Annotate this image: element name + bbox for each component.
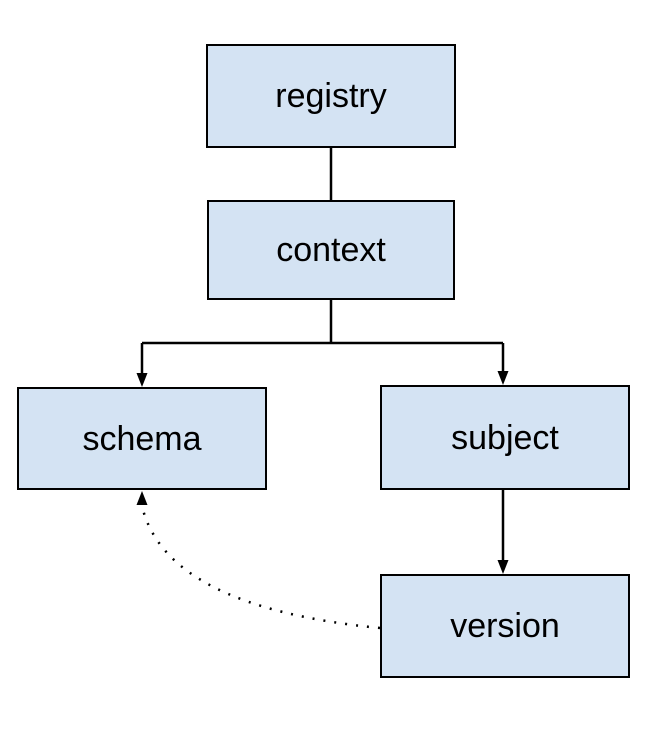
- node-version-label: version: [450, 607, 560, 645]
- arrowhead-context-schema: [136, 373, 148, 387]
- node-context-label: context: [276, 231, 386, 269]
- node-context: context: [207, 200, 455, 300]
- arrowhead-version-schema: [136, 491, 148, 505]
- node-subject: subject: [380, 385, 630, 490]
- node-version: version: [380, 574, 630, 678]
- arrowhead-context-subject: [497, 371, 509, 385]
- node-subject-label: subject: [451, 418, 559, 457]
- node-schema-label: schema: [82, 419, 202, 458]
- arrowhead-subject-version: [497, 560, 509, 574]
- node-registry-label: registry: [275, 77, 387, 115]
- node-schema: schema: [17, 387, 267, 490]
- edge-version-schema-dotted: [140, 505, 381, 630]
- node-registry: registry: [206, 44, 456, 148]
